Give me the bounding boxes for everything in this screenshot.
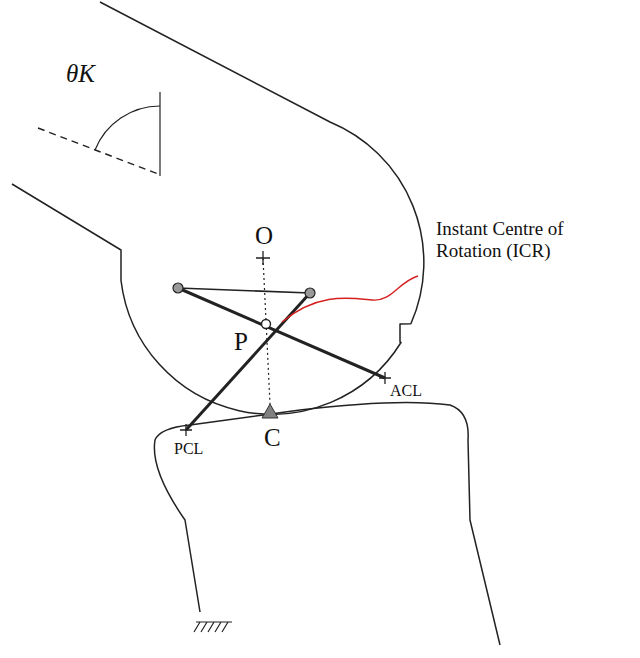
coupler-link	[178, 288, 310, 293]
pivot-pin	[305, 288, 315, 298]
angle-arc	[95, 106, 160, 150]
ligament-label: ACL	[388, 382, 424, 400]
icr-label: Instant Centre of Rotation (ICR)	[434, 218, 634, 262]
dotted-line	[263, 258, 270, 404]
tibia-outline	[154, 402, 500, 645]
pcl-ligament	[186, 293, 310, 430]
center-mark	[256, 251, 270, 265]
point-label: O	[253, 222, 275, 251]
reference-line	[159, 92, 160, 176]
end-mark	[180, 424, 192, 436]
angle-label: θK	[66, 60, 95, 89]
crossing-point	[262, 320, 271, 329]
ligament-label: PCL	[172, 440, 205, 458]
contact-triangle	[262, 404, 278, 418]
point-label: P	[232, 328, 250, 357]
point-label: C	[262, 424, 283, 453]
ground-symbol	[194, 622, 232, 632]
femur-axis	[38, 128, 158, 174]
femur-outline	[12, 2, 424, 414]
pivot-pin	[173, 283, 183, 293]
icr-curve	[282, 276, 418, 322]
acl-ligament	[178, 288, 385, 378]
